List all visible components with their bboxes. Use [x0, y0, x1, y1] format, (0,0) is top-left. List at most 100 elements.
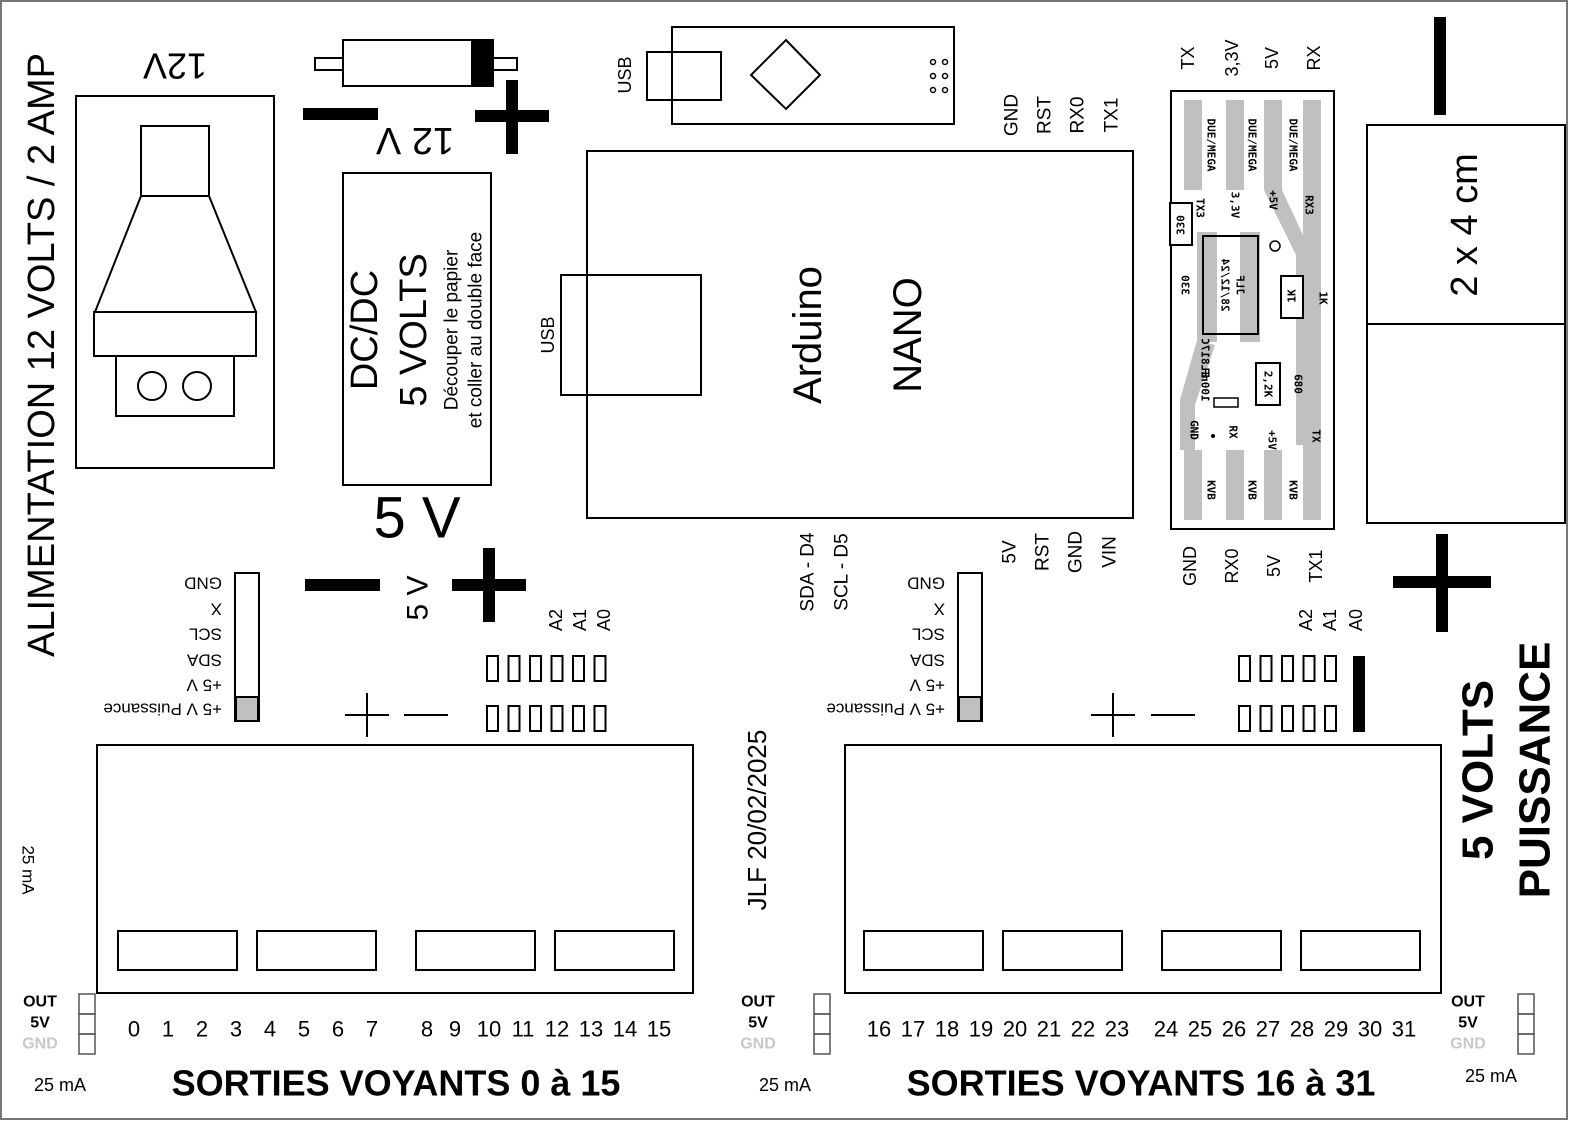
pcb-silk-label: 1K — [1286, 289, 1299, 303]
arduino-usb-label: USB — [538, 316, 558, 353]
pcb-silk-label: 2,2K — [1262, 371, 1275, 398]
pcb-silk-label: TX — [1310, 429, 1323, 443]
header-pin-label: GND — [184, 574, 222, 593]
power-input-title: ALIMENTATION 12 VOLTS / 2 AMP — [21, 53, 63, 657]
header-pin-label: GND — [907, 574, 945, 593]
header-pin-label: +5 V — [909, 676, 945, 695]
output-number: 27 — [1256, 1017, 1280, 1042]
header-pin-label: X — [934, 600, 945, 619]
terminal-block — [844, 744, 1442, 994]
terminal-slot — [256, 930, 377, 971]
size-label: 2 x 4 cm — [1444, 153, 1486, 297]
out-legend-gnd: GND — [22, 1036, 58, 1053]
header-pin-label: SCL — [912, 625, 945, 644]
dcdc-output-label: 5 V — [373, 486, 460, 551]
pcb-silk-label: 1K — [1317, 291, 1330, 305]
usb-module-label: USB — [615, 56, 635, 93]
pcb-silk-label: +5V — [1267, 190, 1280, 210]
arduino-top-pin-label: TX1 — [1102, 98, 1123, 133]
arduino-nano — [586, 150, 1134, 519]
pcb-silk-label: +5V — [1266, 430, 1279, 450]
arduino-name: Arduino — [786, 266, 830, 404]
dcdc-title: DC/DC — [344, 270, 386, 390]
pcb-silk-label: 680 — [1292, 374, 1305, 394]
analog-pin-label: A1 — [1320, 609, 1340, 631]
pcb-top-pin-label: TX — [1178, 46, 1198, 69]
output-number: 25 — [1188, 1017, 1212, 1042]
output-number: 1 — [162, 1017, 174, 1042]
arduino-bottom-pin-label: 5V — [1000, 540, 1021, 564]
output-number: 16 — [867, 1017, 891, 1042]
power-5v-title: 5 VOLTS — [1454, 680, 1503, 860]
power-5v-symbols — [305, 548, 526, 622]
terminal-slot — [415, 930, 536, 971]
out-legend-current: 25 mA — [34, 1075, 86, 1095]
out-legend-5v: 5V — [748, 1015, 768, 1032]
output-number: 0 — [128, 1017, 140, 1042]
terminal-slot — [1161, 930, 1282, 971]
output-number: 26 — [1222, 1017, 1246, 1042]
arduino-i2c-pin-label: SDA - D4 — [798, 532, 819, 612]
arduino-bottom-pin-label: RST — [1033, 533, 1054, 571]
header-pin-label: X — [211, 600, 222, 619]
pcb-silk-label: JLF — [1234, 275, 1247, 295]
pcb-silk-label: DUE/MEGA — [1287, 119, 1300, 172]
terminal-slot — [1300, 930, 1421, 971]
pcb-bottom-pin-label: TX1 — [1306, 549, 1326, 582]
output-number: 21 — [1037, 1017, 1061, 1042]
header-pin-label: SCL — [189, 625, 222, 644]
output-number: 8 — [421, 1017, 433, 1042]
output-number: 20 — [1003, 1017, 1027, 1042]
output-number: 2 — [196, 1017, 208, 1042]
pcb-silk-label: EL817C — [1199, 338, 1212, 378]
pcb-silk-label: 3,3V — [1229, 192, 1242, 219]
out-legend-5v: 5V — [1458, 1015, 1478, 1032]
pcb-silk-label: RX3 — [1303, 195, 1316, 215]
output-number: 6 — [332, 1017, 344, 1042]
out-legend-out: OUT — [1451, 994, 1485, 1011]
header-pin-label: +5 V Puissance — [103, 700, 222, 719]
output-number: 24 — [1154, 1017, 1178, 1042]
out-legend-out: OUT — [741, 994, 775, 1011]
bank-title: SORTIES VOYANTS 0 à 15 — [172, 1063, 621, 1104]
output-number: 10 — [477, 1017, 501, 1042]
output-number: 7 — [366, 1017, 378, 1042]
pcb-silk-label: KVB — [1287, 480, 1300, 500]
power-5v-subtitle: PUISSANCE — [1511, 642, 1560, 899]
output-number: 11 — [512, 1017, 535, 1042]
pcb-silk-label: 100nF — [1199, 368, 1212, 401]
pcb-silk-label: TX3 — [1194, 198, 1207, 218]
pcb-silk-label: GND — [1188, 420, 1201, 440]
dcdc-note-2: et coller au double face — [466, 232, 487, 428]
output-number: 18 — [935, 1017, 959, 1042]
output-number: 28 — [1290, 1017, 1314, 1042]
pcb-silk-label: KVB — [1246, 480, 1259, 500]
side-current: 25 mA — [19, 845, 38, 895]
header-pin-label: SDA — [909, 651, 945, 670]
signature: JLF 20/02/2025 — [742, 730, 772, 911]
power-jack — [75, 95, 275, 469]
pcb-silk-label: DUE/MEGA — [1205, 119, 1218, 172]
capacitor-icon — [303, 39, 549, 154]
output-number: 12 — [545, 1017, 569, 1042]
output-number: 15 — [647, 1017, 671, 1042]
output-number: 13 — [579, 1017, 603, 1042]
terminal-slot — [554, 930, 675, 971]
terminal-block — [96, 744, 694, 994]
dcdc-voltage: 5 VOLTS — [393, 253, 435, 406]
header-pin-label: +5 V — [186, 676, 222, 695]
out-legend-current: 25 mA — [759, 1075, 811, 1095]
analog-pin-label: A0 — [1346, 609, 1366, 631]
out-legend-out: OUT — [23, 994, 57, 1011]
pcb-bottom-pin-label: 5V — [1264, 555, 1284, 577]
pcb-top-pin-label: 5V — [1262, 47, 1282, 69]
output-number: 23 — [1105, 1017, 1129, 1042]
arduino-bottom-pin-label: GND — [1066, 531, 1087, 573]
